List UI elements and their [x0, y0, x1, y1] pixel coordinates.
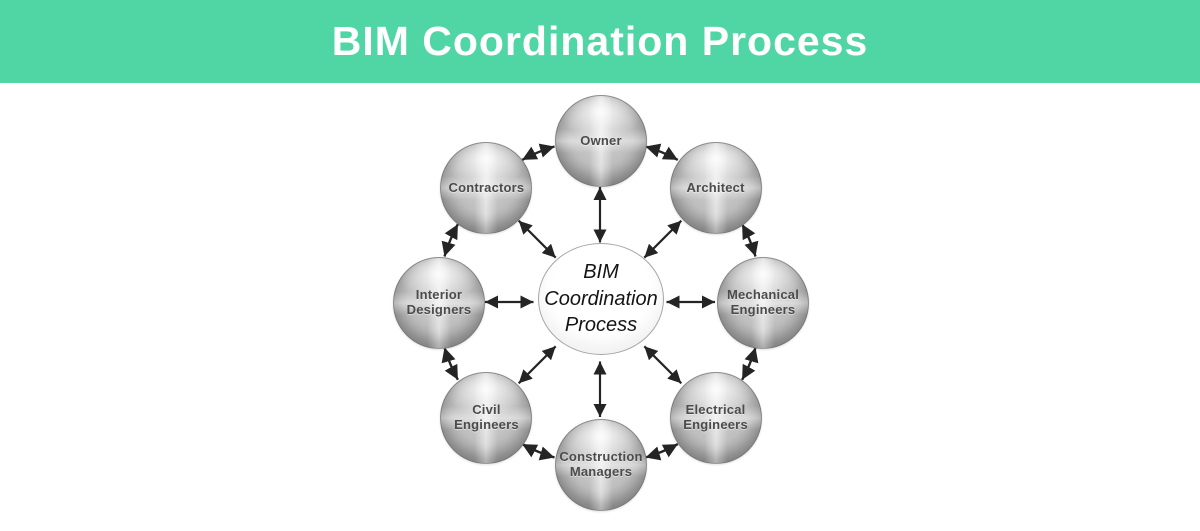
node-label: Electrical Engineers [683, 402, 748, 432]
spoke-arrow [517, 345, 557, 385]
node-architect: Architect [669, 142, 762, 235]
page-title: BIM Coordination Process [331, 18, 869, 64]
hub-line-1: BIM [583, 261, 619, 284]
node-owner: Owner [555, 95, 647, 187]
header-banner: BIM Coordination Process [0, 0, 1200, 83]
ring-arrow [521, 443, 555, 461]
node-label: Architect [686, 180, 745, 196]
node-label: Mechanical Engineers [726, 287, 800, 317]
node-label: Civil Engineers [454, 402, 519, 432]
node-mechanical-engineers: Mechanical Engineers [717, 257, 809, 349]
spoke-arrow [517, 219, 557, 259]
hub-line-2: Coordination [544, 287, 658, 310]
ring-arrow [441, 223, 459, 257]
spoke-arrow [643, 345, 683, 385]
node-label: Construction Managers [559, 449, 643, 479]
node-label: Interior Designers [406, 287, 472, 317]
ring-arrow [645, 143, 679, 161]
ring-arrow [441, 347, 459, 381]
hub-line-3: Process [564, 314, 638, 337]
node-civil-engineers: Civil Engineers [440, 371, 533, 464]
ring-arrow [645, 443, 679, 461]
node-contractors: Contractors [440, 142, 533, 235]
node-label: Contractors [448, 180, 525, 196]
node-electrical-engineers: Electrical Engineers [669, 371, 762, 464]
hub-circle: BIM Coordination Process [538, 243, 664, 355]
node-construction-managers: Construction Managers [555, 419, 647, 511]
ring-arrow [741, 223, 759, 257]
node-label: Owner [580, 132, 622, 148]
spoke-arrow [643, 219, 683, 259]
ring-arrow [741, 347, 759, 381]
ring-arrow [521, 143, 555, 161]
node-interior-designers: Interior Designers [393, 257, 485, 349]
